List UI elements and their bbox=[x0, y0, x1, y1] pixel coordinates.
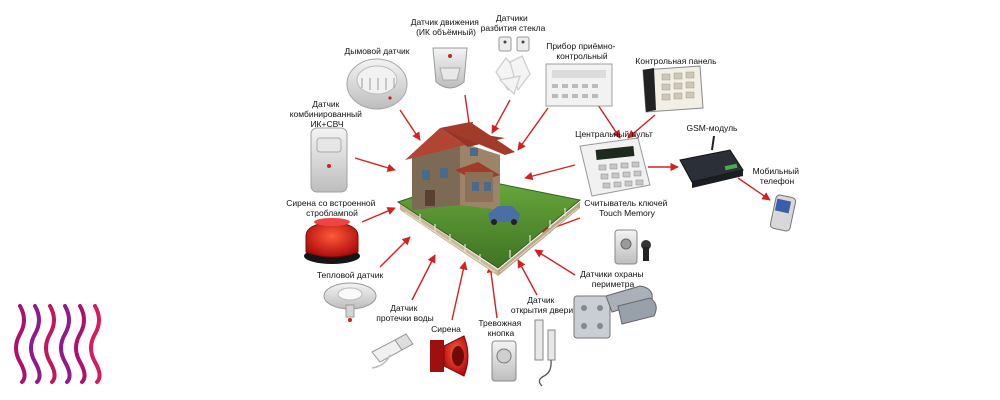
arrow-combined bbox=[354, 157, 396, 172]
arrow-heat bbox=[379, 236, 411, 268]
label-control-panel: Контрольная панель bbox=[635, 56, 717, 66]
arrow-panic bbox=[486, 264, 498, 319]
smoke-detector-icon bbox=[346, 58, 408, 110]
label-motion: Датчик движения (ИК объёмный) bbox=[411, 17, 482, 37]
arrow-door bbox=[517, 259, 538, 296]
keypad-panel-icon bbox=[642, 65, 704, 113]
motion-sensor-icon bbox=[432, 47, 468, 89]
label-siren: Сирена bbox=[431, 324, 461, 334]
arrow-siren-strobe bbox=[361, 207, 396, 223]
door-contact-icon bbox=[534, 319, 556, 387]
label-siren-strobe: Сирена со встроенной строблампой bbox=[286, 198, 378, 218]
combined-sensor-icon bbox=[310, 127, 348, 193]
label-door: Датчик открытия двери bbox=[511, 295, 573, 315]
gsm-module-icon bbox=[679, 135, 744, 188]
brand-logo-icon bbox=[14, 304, 102, 384]
label-heat: Тепловой датчик bbox=[317, 270, 384, 280]
label-water: Датчик протечки воды bbox=[376, 303, 433, 323]
glass-break-sensor-icon bbox=[495, 36, 531, 96]
panic-button-icon bbox=[491, 340, 517, 382]
label-perimeter: Датчики охраны периметра bbox=[580, 269, 646, 289]
arrow-gsm-to-phone bbox=[737, 177, 771, 201]
arrow-smoke bbox=[399, 109, 421, 141]
label-touch: Считыватель ключей Touch Memory bbox=[584, 198, 669, 218]
perimeter-sensor-icon bbox=[573, 285, 657, 339]
central-console-icon bbox=[579, 137, 651, 197]
mobile-phone-icon bbox=[769, 194, 797, 232]
label-panic: Тревожная кнопка bbox=[478, 318, 523, 338]
touch-memory-reader-icon bbox=[614, 229, 651, 265]
receiver-unit-icon bbox=[545, 63, 613, 107]
connection-arrows bbox=[354, 94, 771, 321]
arrow-perimeter bbox=[534, 249, 576, 276]
heat-detector-icon bbox=[323, 282, 377, 322]
arrow-glass bbox=[491, 99, 511, 134]
arrow-receiver bbox=[517, 107, 549, 151]
label-central: Центральный пульт bbox=[575, 129, 653, 139]
arrow-panel-to-central bbox=[627, 114, 656, 139]
house-icon bbox=[396, 122, 582, 276]
car-icon bbox=[488, 206, 520, 225]
label-phone: Мобильный телефон bbox=[753, 166, 802, 186]
arrow-receiver-to-central bbox=[597, 104, 621, 139]
label-combined: Датчик комбинированный ИК+СВЧ bbox=[290, 99, 365, 129]
strobe-siren-icon bbox=[304, 218, 360, 264]
label-receiver: Прибор приёмно- контрольный bbox=[546, 41, 618, 61]
label-glass: Датчики разбития стекла bbox=[481, 13, 546, 33]
arrow-central bbox=[524, 164, 576, 181]
water-leak-sensor-icon bbox=[371, 333, 414, 369]
label-smoke: Дымовой датчик bbox=[345, 46, 410, 56]
label-gsm: GSM-модуль bbox=[687, 123, 739, 133]
siren-icon bbox=[430, 335, 469, 377]
arrow-water bbox=[411, 254, 436, 301]
arrow-siren bbox=[451, 261, 468, 321]
